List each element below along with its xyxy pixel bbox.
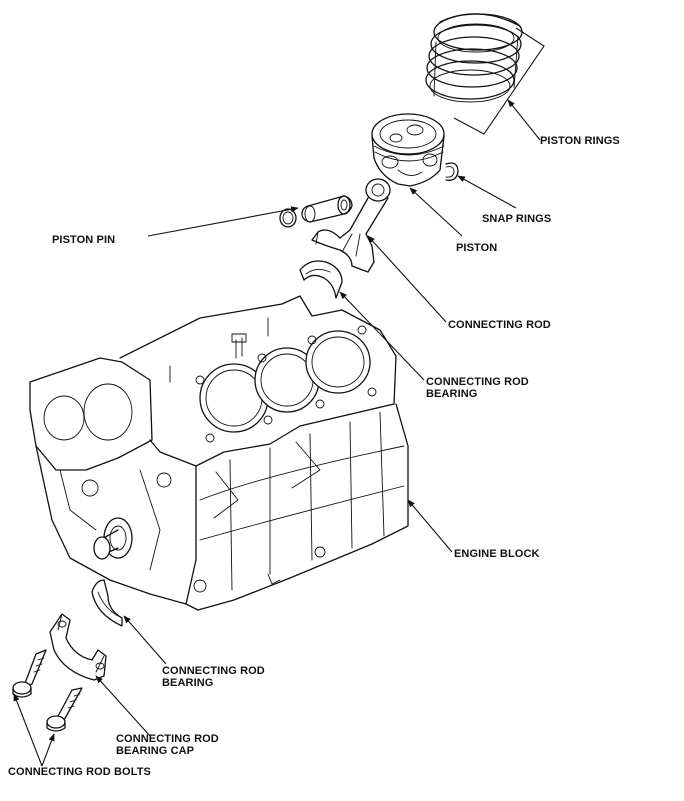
label-line-1: CONNECTING ROD xyxy=(426,376,529,388)
label-piston: PISTON xyxy=(456,242,498,254)
label-engine-block: ENGINE BLOCK xyxy=(454,548,540,560)
label-line-2: BEARING CAP xyxy=(116,745,195,757)
connecting-rod-bolt-2 xyxy=(46,687,83,732)
snap-ring-left xyxy=(279,208,297,228)
engine-block-part xyxy=(29,295,409,611)
label-connecting-rod-bearing-lower: CONNECTING ROD BEARING xyxy=(162,665,265,689)
label-line-2: BEARING xyxy=(426,388,478,400)
connecting-rod-part xyxy=(311,178,391,273)
label-snap-rings: SNAP RINGS xyxy=(482,213,552,225)
label-connecting-rod-bearing-cap: CONNECTING ROD BEARING CAP xyxy=(116,733,219,757)
label-connecting-rod-bearing-upper: CONNECTING ROD BEARING xyxy=(426,376,529,400)
connecting-rod-bearing-lower-part xyxy=(91,579,123,627)
label-line-1: CONNECTING ROD xyxy=(162,665,265,677)
connecting-rod-bearing-cap-part xyxy=(49,613,107,681)
piston-rings-part xyxy=(425,13,523,103)
connecting-rod-bearing-upper-part xyxy=(299,260,343,299)
label-connecting-rod-bolts: CONNECTING ROD BOLTS xyxy=(8,766,151,778)
label-piston-pin: PISTON PIN xyxy=(52,234,116,246)
piston-part xyxy=(371,113,445,187)
snap-ring-right xyxy=(445,162,459,181)
label-connecting-rod: CONNECTING ROD xyxy=(448,319,551,331)
label-line-1: CONNECTING ROD xyxy=(116,733,219,745)
label-piston-rings: PISTON RINGS xyxy=(540,135,620,147)
connecting-rod-bolt-1 xyxy=(12,649,47,698)
piston-pin-part xyxy=(301,195,353,223)
label-line-2: BEARING xyxy=(162,677,214,689)
